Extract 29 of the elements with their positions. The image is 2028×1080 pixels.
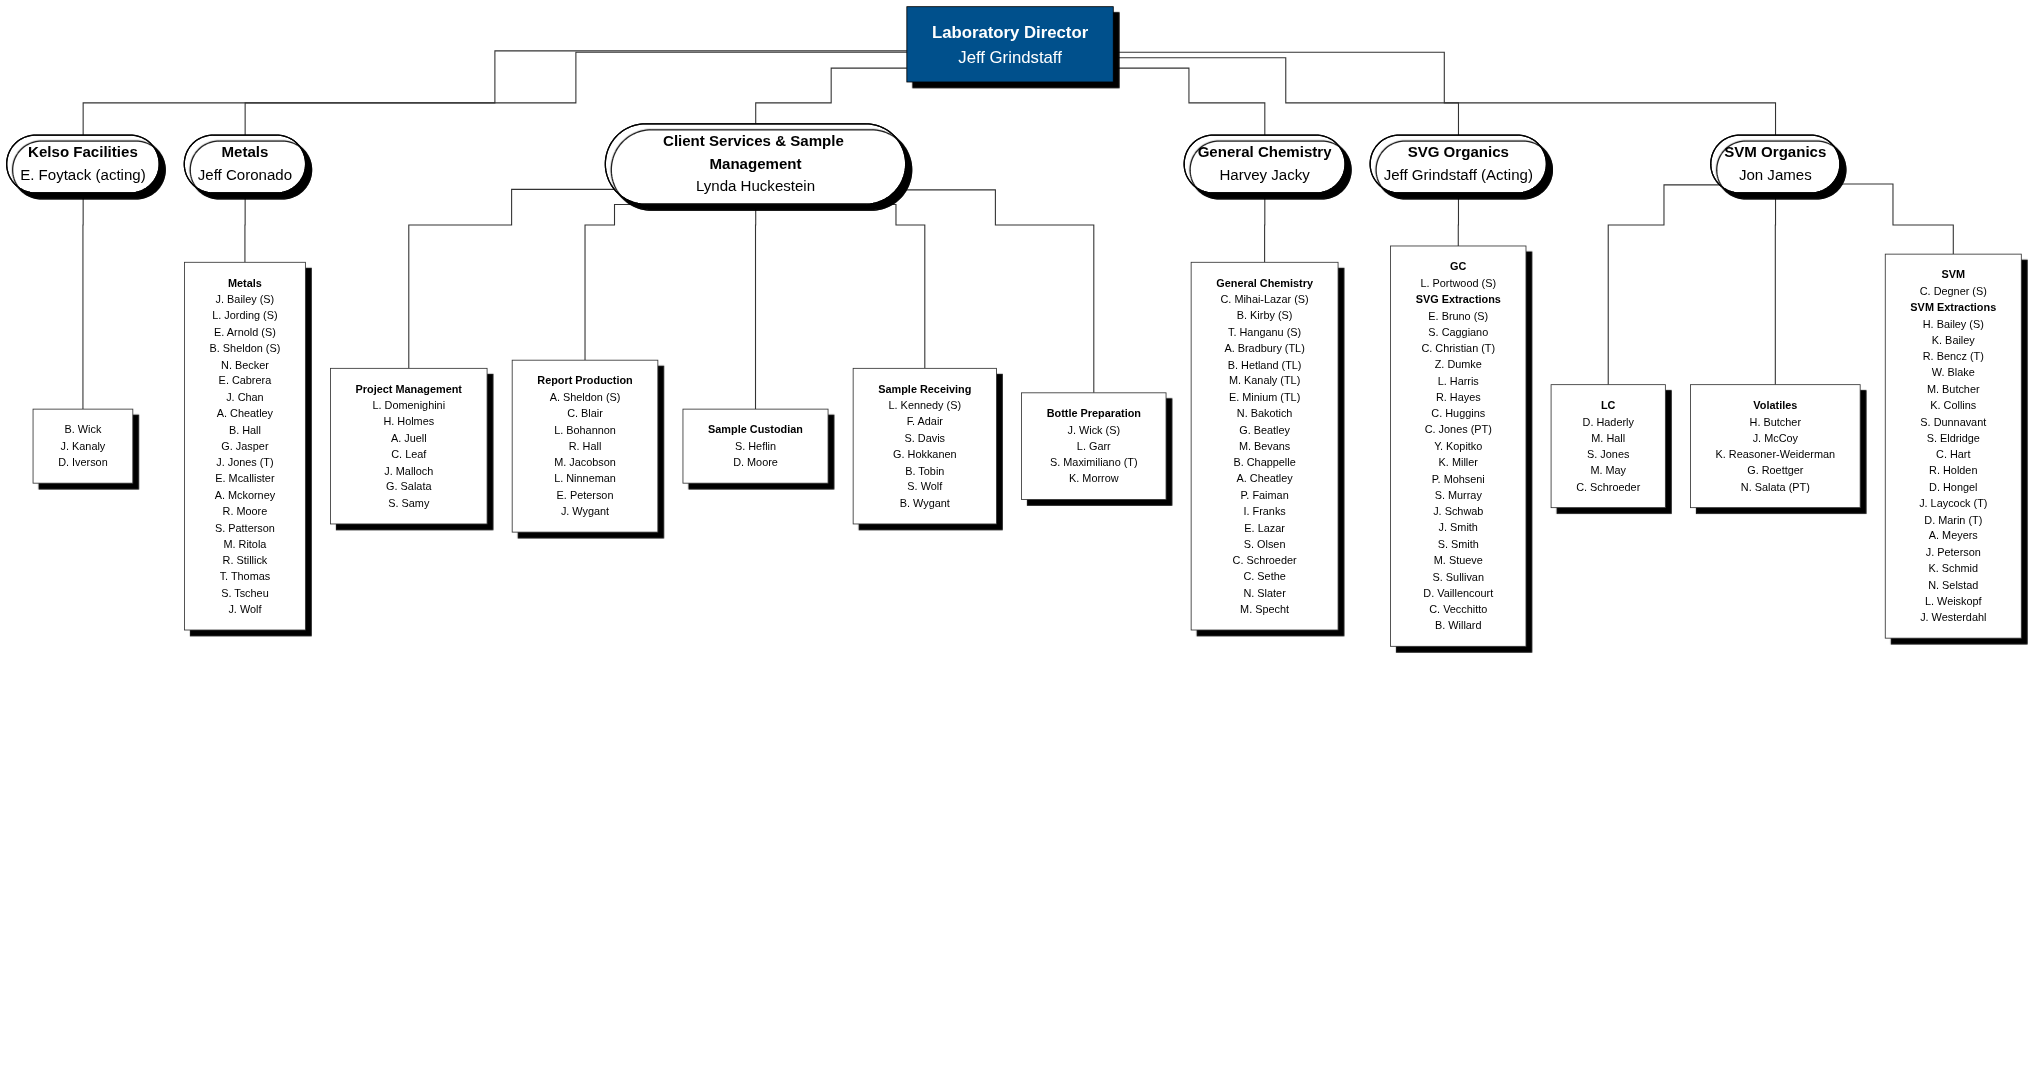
connector — [1112, 51, 1777, 137]
node-box: General Chemistry C. Mihai-Lazar (S) B. Kirby (S) T. Hanganu (S) A. Bradbury (TL) B. Hetland (TL) M. Kanaly (TL) E. Minium (TL) N. Bakotich G. Beatley M. Bevans B. Chappelle A. Cheatley P. Faiman I. Franks E. Lazar S. Olsen C. Schroeder C. Sethe N. Slater M. Specht — [1190, 261, 1339, 631]
connector — [755, 67, 908, 125]
node-box: B. Wick J. Kanaly D. Iverson — [32, 408, 134, 484]
node-box: Metals J. Bailey (S) L. Jording (S) E. Arnold (S) B. Sheldon (S) N. Becker E. Cabrera J. Chan A. Cheatley B. Hall G. Jasper J. Jones (T) E. Mcallister A. Mckorney R. Moore S. Patterson M. Ritola R. Stillick T. Thomas S. Tscheu J. Wolf — [184, 261, 306, 631]
node-box: LC D. Haderly M. Hall S. Jones M. May C. Schroeder — [1550, 384, 1666, 509]
connector — [244, 51, 908, 137]
connector — [1457, 192, 1460, 247]
connector — [1774, 192, 1777, 386]
connector — [82, 50, 908, 137]
node-box: Volatiles H. Butcher J. McCoy K. Reasoner-Weiderman G. Roettger N. Salata (PT) — [1690, 384, 1861, 509]
node-box: Project Management L. Domenighini H. Holmes A. Juell C. Leaf J. Malloch G. Salata S. Samy — [330, 367, 488, 525]
connector — [1832, 183, 1954, 255]
connector — [1112, 57, 1460, 137]
node-box: GC L. Portwood (S) SVG Extractions E. Bruno (S) S. Caggiano C. Christian (T) Z. Dumke L. Harris R. Hayes C. Huggins C. Jones (PT) Y. Kopitko K. Miller P. Mohseni S. Murray J. Schwab J. Smith S. Smith M. Stueve S. Sullivan D. Vaillencourt C. Vecchitto B. Willard — [1390, 245, 1527, 647]
node-box: Sample Receiving L. Kennedy (S) F. Adair S. Davis G. Hokkanen B. Tobin S. Wolf B. Wygant — [852, 367, 997, 525]
node-box: Laboratory Director Jeff Grindstaff — [906, 6, 1114, 83]
connector — [82, 192, 84, 410]
node-box: Report Production A. Sheldon (S) C. Blair L. Bohannon R. Hall M. Jacobson L. Ninneman E. Peterson J. Wygant — [511, 359, 659, 533]
connector — [408, 188, 615, 369]
connector — [1607, 184, 1721, 386]
connector — [1264, 192, 1266, 263]
connector — [754, 204, 757, 410]
node-box: SVM C. Degner (S) SVM Extractions H. Bailey (S) K. Bailey R. Bencz (T) W. Blake M. Butcher K. Collins S. Dunnavant S. Eldridge C. Hart R. Holden D. Hongel J. Laycock (T) D. Marin (T) A. Meyers J. Peterson K. Schmid N. Selstad L. Weiskopf J. Westerdahl — [1884, 253, 2022, 639]
connector — [896, 189, 1095, 394]
node-box: Sample Custodian S. Heflin D. Moore — [682, 408, 829, 484]
node-box: Bottle Preparation J. Wick (S) L. Garr S. Maximiliano (T) K. Morrow — [1021, 392, 1167, 500]
connector — [1112, 67, 1266, 137]
connector — [244, 192, 246, 263]
